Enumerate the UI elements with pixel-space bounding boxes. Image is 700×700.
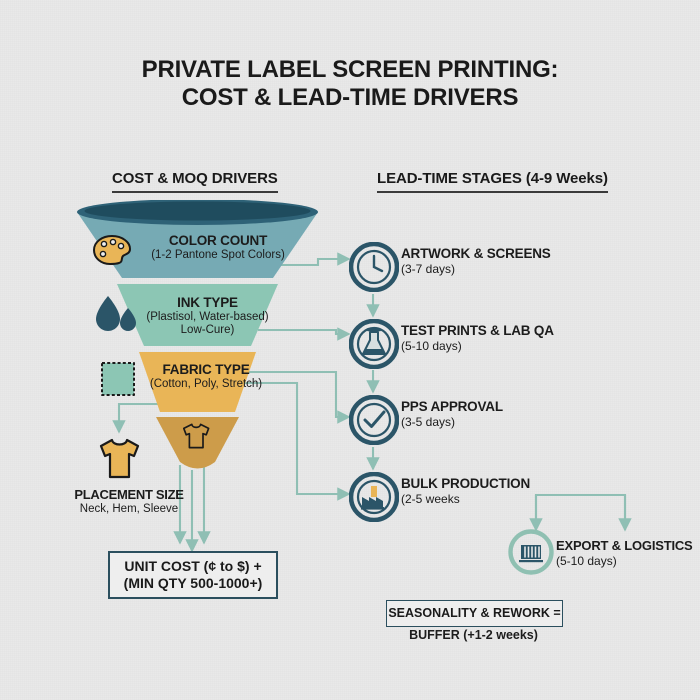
stage-title-pps: PPS APPROVAL (401, 399, 503, 414)
export-logistics-label: EXPORT & LOGISTICS (5-10 days) (556, 538, 693, 568)
stage-pps-text: PPS APPROVAL (3-5 days) (401, 399, 503, 429)
stage-sub-artwork: (3-7 days) (401, 262, 456, 276)
unit-cost-line-1: UNIT COST (¢ to $) + (124, 558, 262, 574)
connector-fabric-to-pps (245, 370, 351, 424)
shipping-container-icon (508, 529, 554, 575)
clock-icon (348, 241, 400, 293)
placement-sub: Neck, Hem, Sleeve (79, 503, 179, 515)
seasonality-box: SEASONALITY & REWORK = (386, 600, 563, 627)
funnel-title-color-count: COLOR COUNT (168, 233, 268, 248)
funnel-title-fabric-type: FABRIC TYPE (162, 362, 250, 377)
stage-pps-approval: PPS APPROVAL (3-5 days) (348, 394, 503, 450)
stage-artwork-and-screens: ARTWORK & SCREENS (3-7 days) (348, 241, 551, 297)
funnel-label-ink-type: INK TYPE (Plastisol, Water-based) Low-Cu… (125, 296, 290, 337)
flask-icon (348, 318, 400, 370)
funnel-band-color-count (77, 212, 318, 278)
stage-title-artwork: ARTWORK & SCREENS (401, 246, 551, 261)
funnel-sub2-ink-type: Low-Cure) (180, 323, 235, 336)
stage-sub-test-prints: (5-10 days) (401, 339, 462, 353)
page-title: PRIVATE LABEL SCREEN PRINTING: COST & LE… (0, 56, 700, 112)
stage-artwork-text: ARTWORK & SCREENS (3-7 days) (401, 246, 551, 276)
stage-test-prints-and-lab-qa: TEST PRINTS & LAB QA (5-10 days) (348, 318, 554, 374)
ink-drop-icon (96, 296, 136, 331)
title-line-2: COST & LEAD-TIME DRIVERS (181, 84, 519, 111)
tshirt-icon (99, 438, 140, 479)
connector-color-to-artwork (272, 252, 351, 267)
funnel-band-ink-type (117, 284, 278, 346)
funnel-shape (77, 199, 318, 469)
connector-bracket-to-export (534, 493, 627, 528)
palette-icon (93, 235, 131, 265)
cost-funnel: COLOR COUNT (1-2 Pantone Spot Colors) IN… (75, 199, 320, 490)
check-circle-icon (348, 394, 400, 446)
fabric-swatch-icon (101, 362, 135, 396)
buffer-text: BUFFER (+1-2 weeks) (409, 628, 538, 642)
stage-sub-pps: (3-5 days) (401, 415, 456, 429)
lead-section-heading: LEAD-TIME STAGES (4-9 Weeks) (377, 170, 608, 193)
stage-bulk-production: BULK PRODUCTION (2-5 weeks (348, 471, 530, 527)
funnel-label-color-count: COLOR COUNT (1-2 Pantone Spot Colors) (132, 234, 304, 262)
stage-bulk-text: BULK PRODUCTION (2-5 weeks (401, 476, 530, 506)
funnel-sub-color-count: (1-2 Pantone Spot Colors) (151, 248, 285, 261)
cost-section-heading: COST & MOQ DRIVERS (112, 170, 278, 193)
funnel-rim-inner (84, 201, 311, 221)
export-sub: (5-10 days) (556, 554, 617, 568)
export-title: EXPORT & LOGISTICS (556, 538, 693, 553)
placement-size-label: PLACEMENT SIZE Neck, Hem, Sleeve (74, 487, 184, 515)
funnel-label-fabric-type: FABRIC TYPE (Cotton, Poly, Stretch) (140, 363, 272, 391)
funnel-band-fabric-type (139, 352, 256, 412)
funnel-sub-ink-type: (Plastisol, Water-based) (146, 310, 269, 323)
title-line-1: PRIVATE LABEL SCREEN PRINTING: (141, 56, 559, 83)
factory-icon (348, 471, 400, 523)
connector-ink-to-testprints (258, 327, 351, 341)
unit-cost-box: UNIT COST (¢ to $) + (MIN QTY 500-1000+) (108, 551, 278, 599)
tshirt-icon (182, 423, 210, 449)
stage-title-bulk: BULK PRODUCTION (401, 476, 530, 491)
funnel-tip (156, 417, 239, 469)
unit-cost-line-2: (MIN QTY 500-1000+) (123, 575, 263, 591)
stage-sub-bulk: (2-5 weeks (401, 492, 460, 506)
stage-title-test-prints: TEST PRINTS & LAB QA (401, 323, 554, 338)
placement-title: PLACEMENT SIZE (74, 487, 184, 502)
connector-fabric-to-bulk (245, 381, 351, 501)
funnel-title-ink-type: INK TYPE (177, 295, 238, 310)
funnel-sub-fabric-type: (Cotton, Poly, Stretch) (149, 377, 263, 390)
stage-test-prints-text: TEST PRINTS & LAB QA (5-10 days) (401, 323, 554, 353)
